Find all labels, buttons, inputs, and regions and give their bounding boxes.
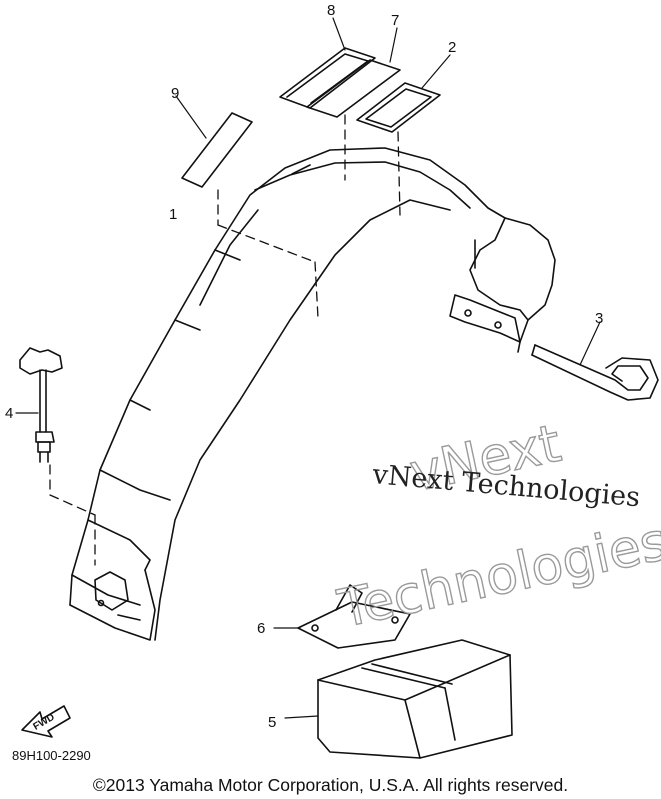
callout-3: 3 (595, 310, 603, 327)
fwd-label: FWD (31, 712, 56, 733)
part-5-box[interactable] (317, 639, 513, 759)
part-1-fender-cover[interactable] (69, 147, 556, 641)
part-6-bracket[interactable] (297, 584, 411, 649)
part-2-label-plate[interactable] (356, 82, 441, 133)
copyright-notice: ©2013 Yamaha Motor Corporation, U.S.A. A… (92, 775, 569, 795)
callout-1: 1 (169, 206, 177, 223)
part-3-hook-rod[interactable] (531, 344, 659, 401)
forward-direction-arrow-icon (21, 705, 71, 738)
callout-8: 8 (327, 2, 335, 19)
callout-2: 2 (448, 39, 456, 56)
callout-4: 4 (5, 405, 13, 422)
callout-7: 7 (391, 12, 399, 29)
diagram-part-code: 89H100-2290 (12, 748, 91, 763)
watermark-outline-technologies: Technologies (333, 512, 661, 640)
callout-9: 9 (171, 85, 179, 102)
part-9-decal[interactable] (181, 112, 253, 188)
callout-6: 6 (257, 620, 265, 637)
part-4-thumb-screw[interactable] (19, 347, 63, 463)
callout-5: 5 (268, 714, 276, 731)
part-7-label[interactable] (306, 59, 401, 118)
watermark: vNext Technologies (332, 413, 661, 641)
